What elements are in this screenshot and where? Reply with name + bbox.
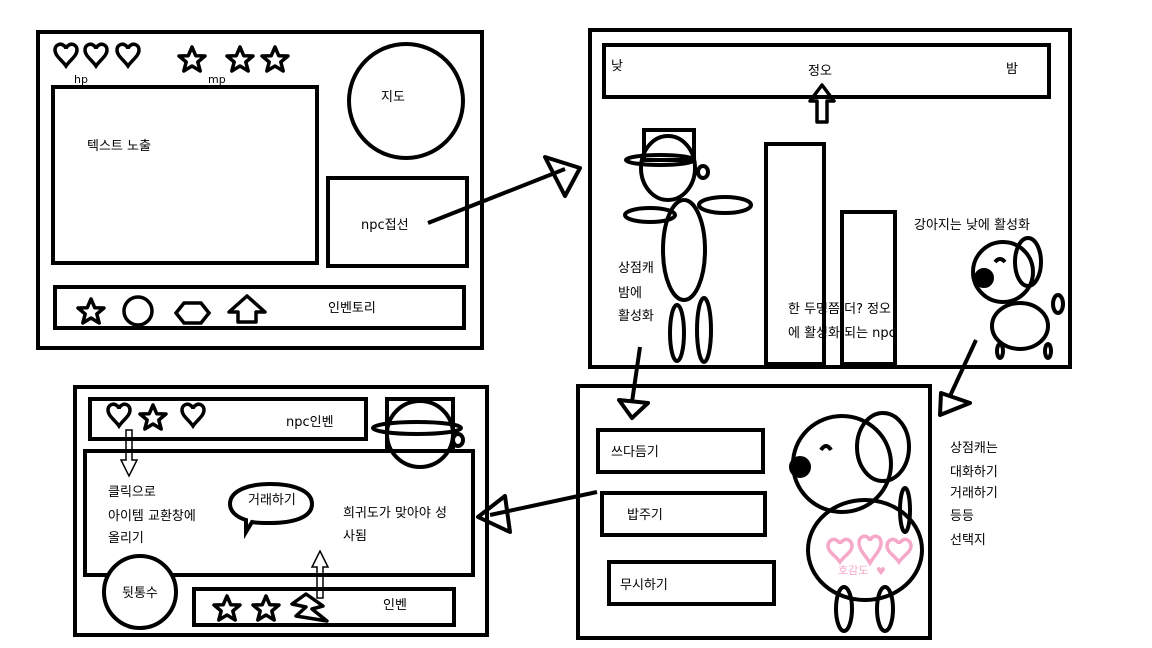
mp-label: mp [208,73,226,86]
text-display-area [51,85,319,265]
puppy-figure[interactable] [971,236,1065,360]
time-bar [602,43,1051,99]
mp-star-icon [260,45,290,73]
minimap[interactable] [347,42,465,160]
mp-star-icon [225,45,255,73]
trade-window[interactable] [83,449,475,577]
panel-puppy-interaction: 쓰다듬기 밥주기 무시하기 호감도 ♥ [576,384,932,640]
down-arrow-icon [119,429,139,478]
npc-contact-label: npc접선 [361,218,409,233]
mp-stars [177,45,290,73]
player-inventory-bar[interactable] [192,587,456,627]
trade-bubble-label: 거래하기 [248,493,296,508]
player-inventory-star-icon[interactable] [251,594,281,622]
shopkeeper-figure[interactable] [623,128,753,364]
click-note-line1: 클릭으로 [108,485,156,500]
building-tall [764,142,826,366]
side-note-line5: 선택지 [950,533,986,548]
feed-button[interactable] [600,491,767,537]
npc-inventory-heart-icon[interactable] [180,402,206,428]
affection-hearts [826,534,913,567]
ignore-button-label: 무시하기 [620,578,668,593]
inventory-star-icon[interactable] [76,297,106,325]
building-short [840,210,897,366]
noon-label: 정오 [808,64,832,79]
inventory-label: 인벤토리 [328,301,376,316]
inventory-arrow-icon[interactable] [227,294,267,324]
inventory-hexagon-icon[interactable] [173,301,212,325]
ignore-button[interactable] [607,560,776,606]
pet-button[interactable] [596,428,765,474]
rarity-note-line2: 사됨 [343,529,367,544]
shop-dog-label-line1: 상점캐 [618,261,654,276]
hp-label: hp [74,73,88,86]
arrow-to-trade-screen [476,490,598,534]
map-label: 지도 [381,90,405,105]
puppy-label: 강아지는 낮에 활성화 [914,218,1030,233]
puppy-large-figure[interactable] [789,411,924,633]
side-note-line3: 거래하기 [950,486,998,501]
pet-button-label: 쓰다듬기 [611,445,659,460]
affection-mini-heart-icon: ♥ [876,565,886,578]
arrow-to-shop-interaction [617,346,650,420]
hp-hearts [53,42,141,68]
inventory-circle-icon[interactable] [122,295,154,327]
time-indicator-arrow-icon [808,83,836,124]
noon-npc-label-line2: 에 활성화 되는 npc [788,326,896,341]
player-inventory-star-icon[interactable] [212,594,242,622]
text-area-label: 텍스트 노출 [87,139,151,154]
affection-heart-icon [885,537,913,566]
arrow-to-puppy-interaction [938,339,978,417]
mp-star-icon [177,45,207,73]
npc-portrait [371,397,465,469]
side-note-line4: 등등 [950,509,974,524]
hp-heart-icon [115,42,141,68]
arrow-to-world-view [427,155,582,225]
trade-speech-bubble[interactable] [227,481,315,540]
panel-main-frame [36,30,484,350]
side-note-line2: 대화하기 [950,465,998,480]
day-label: 낮 [611,59,623,74]
feed-button-label: 밥주기 [627,508,663,523]
npc-inventory-bar[interactable] [88,397,368,441]
click-note-line2: 아이템 교환창에 [108,509,196,524]
lightning-icon[interactable] [290,592,329,623]
player-inventory-label: 인벤 [383,598,407,613]
back-pocket-slot[interactable] [102,554,178,630]
up-arrow-icon [310,549,330,599]
affection-heart-icon [826,537,854,566]
panel-world-frame [588,28,1072,369]
panel-trade-screen: npc인벤 클릭으로 아이템 교환창에 올리기 거래하기 희귀도가 맞아야 성 … [73,385,489,637]
panel-world-view: 낮 정오 밤 상점캐 밤에 활성화 한 두명쯤 더? 정오 에 활성화 되는 n… [588,28,1072,369]
inventory-bar[interactable] [53,285,466,330]
affection-heart-icon [857,534,883,567]
noon-npc-label-line1: 한 두명쯤 더? 정오 [788,302,891,317]
panel-puppy-frame [576,384,932,640]
npc-inventory-label: npc인벤 [286,415,334,430]
npc-inventory-heart-icon[interactable] [106,402,132,428]
npc-contact-box[interactable] [326,176,469,268]
rarity-note-line1: 희귀도가 맞아야 성 [343,506,447,521]
panel-trade-frame [73,385,489,637]
shop-dog-label-line2: 밤에 [618,286,642,301]
back-pocket-label: 뒷통수 [122,586,158,601]
npc-inventory-star-icon[interactable] [138,403,168,431]
side-note-line1: 상점캐는 [950,441,998,456]
click-note-line3: 올리기 [108,531,144,546]
panel-main-screen: hp mp 텍스트 노출 지도 npc접선 인벤토리 [36,30,484,350]
shop-dog-label-line3: 활성화 [618,309,654,324]
night-label: 밤 [1006,62,1018,77]
hp-heart-icon [53,42,79,68]
affection-label: 호감도 [838,564,868,577]
hp-heart-icon [83,42,109,68]
